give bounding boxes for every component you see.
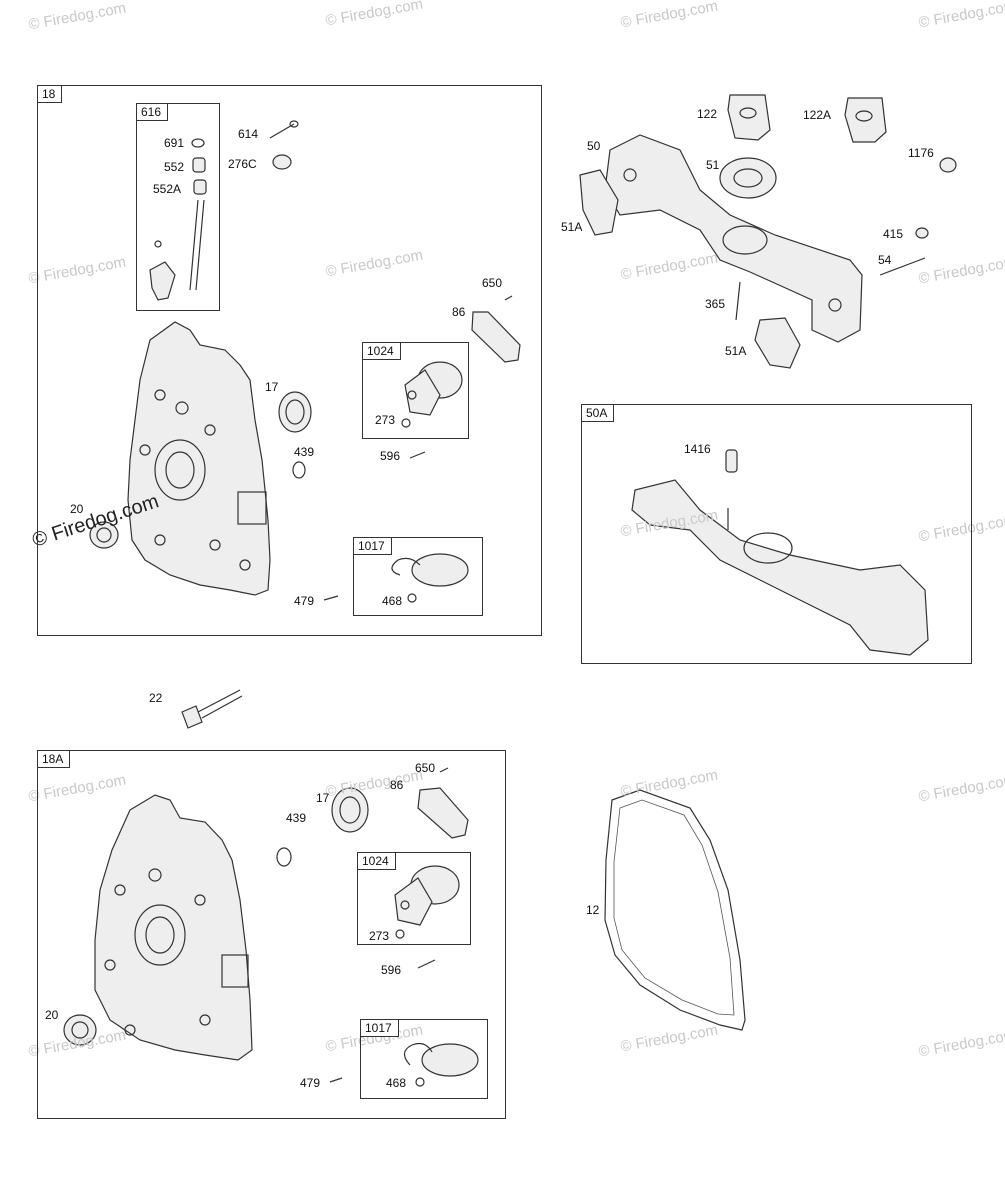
group-box-616: 616: [136, 103, 220, 311]
plug-drawing-1176: [939, 157, 957, 173]
group-box-1017b: 1017: [360, 1019, 488, 1099]
part-label: 415: [883, 227, 904, 241]
oil-seal-drawing-20b: [63, 1014, 97, 1046]
part-label: 1176: [908, 146, 934, 160]
oil-pump-drawing-1024b: [394, 865, 460, 926]
part-label: 17: [265, 380, 279, 394]
seal-drawing-276C: [272, 154, 292, 170]
part-label: 552A: [153, 182, 182, 196]
screw-drawing-596a: [409, 451, 426, 459]
bearing-drawing-17a: [278, 391, 312, 433]
part-label: 1416: [684, 442, 711, 456]
part-label: 650: [415, 761, 436, 775]
oil-seal-drawing-20a: [89, 521, 119, 549]
bolt-drawing-22: [181, 689, 243, 729]
cover-plate-drawing-86a: [471, 311, 521, 363]
part-label: 51A: [561, 220, 583, 234]
manifold-drawing-50: [604, 134, 863, 343]
group-label-50A: 50A: [582, 405, 615, 422]
part-label: 691: [164, 136, 185, 150]
part-label: 479: [300, 1076, 321, 1090]
part-label: 273: [375, 413, 396, 427]
group-box-50A: 50A: [581, 404, 972, 664]
part-label: 479: [294, 594, 315, 608]
part-label: 12: [586, 903, 600, 917]
group-box-1024b: 1024: [357, 852, 471, 945]
spacer-drawing-122A: [844, 97, 887, 143]
part-label: 122A: [803, 108, 832, 122]
part-label: 596: [381, 963, 402, 977]
group-label-18A: 18A: [38, 751, 71, 768]
group-box-1024a: 1024: [362, 342, 469, 439]
part-label: 22: [149, 691, 163, 705]
screw-drawing-596b: [417, 959, 436, 969]
part-label: 86: [390, 778, 404, 792]
part-label: 650: [482, 276, 503, 290]
part-label: 17: [316, 791, 330, 805]
screw-drawing-650a: [504, 295, 513, 301]
part-label: 468: [382, 594, 403, 608]
gasket-drawing-51A-left: [579, 169, 619, 236]
washer-drawing-439a: [292, 461, 306, 479]
screw-drawing-650b: [439, 767, 449, 773]
part-label: 20: [70, 502, 84, 516]
gasket-drawing-12: [604, 789, 746, 1031]
crankcase-cover-drawing-18A: [94, 794, 253, 1061]
group-label-1024a: 1024: [363, 343, 401, 360]
gasket-drawing-51: [719, 157, 777, 199]
part-label: 552: [164, 160, 185, 174]
cotter-pin-drawing-614: [269, 120, 299, 139]
screw-drawing-479a: [323, 595, 339, 601]
part-label: 54: [878, 253, 892, 267]
group-box-1017a: 1017: [353, 537, 483, 616]
oil-pickup-drawing-1017a: [391, 553, 469, 603]
part-label: 468: [386, 1076, 407, 1090]
fitting-drawing-415: [915, 227, 929, 239]
gasket-drawing-51A-right: [754, 317, 801, 369]
group-label-1024b: 1024: [358, 853, 396, 870]
bolt-drawing-54: [879, 257, 926, 276]
part-label: 51: [706, 158, 720, 172]
stud-drawing-365: [735, 281, 741, 321]
part-label: 276C: [228, 157, 257, 171]
part-label: 122: [697, 107, 718, 121]
crankcase-cover-drawing-18: [127, 321, 271, 596]
governor-parts-drawing-616: [149, 138, 207, 301]
bearing-drawing-17b: [331, 787, 369, 833]
part-label: 439: [286, 811, 307, 825]
group-label-18: 18: [38, 86, 63, 103]
part-label: 596: [380, 449, 401, 463]
part-label: 51A: [725, 344, 747, 358]
part-label: 50: [587, 139, 601, 153]
part-label: 273: [369, 929, 390, 943]
oil-pump-drawing-1024a: [404, 361, 463, 416]
group-label-616: 616: [137, 104, 169, 121]
screw-drawing-479b: [329, 1077, 343, 1083]
group-box-18A: 18A: [37, 750, 506, 1119]
washer-drawing-439b: [276, 847, 292, 867]
manifold-drawing-50A: [631, 449, 929, 656]
cover-plate-drawing-86b: [417, 787, 469, 839]
part-label: 439: [294, 445, 315, 459]
part-label: 86: [452, 305, 466, 319]
group-box-18: 18: [37, 85, 542, 636]
group-label-1017a: 1017: [354, 538, 392, 555]
part-label: 20: [45, 1008, 59, 1022]
part-label: 365: [705, 297, 726, 311]
group-label-1017b: 1017: [361, 1020, 399, 1037]
part-label: 614: [238, 127, 259, 141]
oil-pickup-drawing-1017b: [403, 1042, 479, 1087]
